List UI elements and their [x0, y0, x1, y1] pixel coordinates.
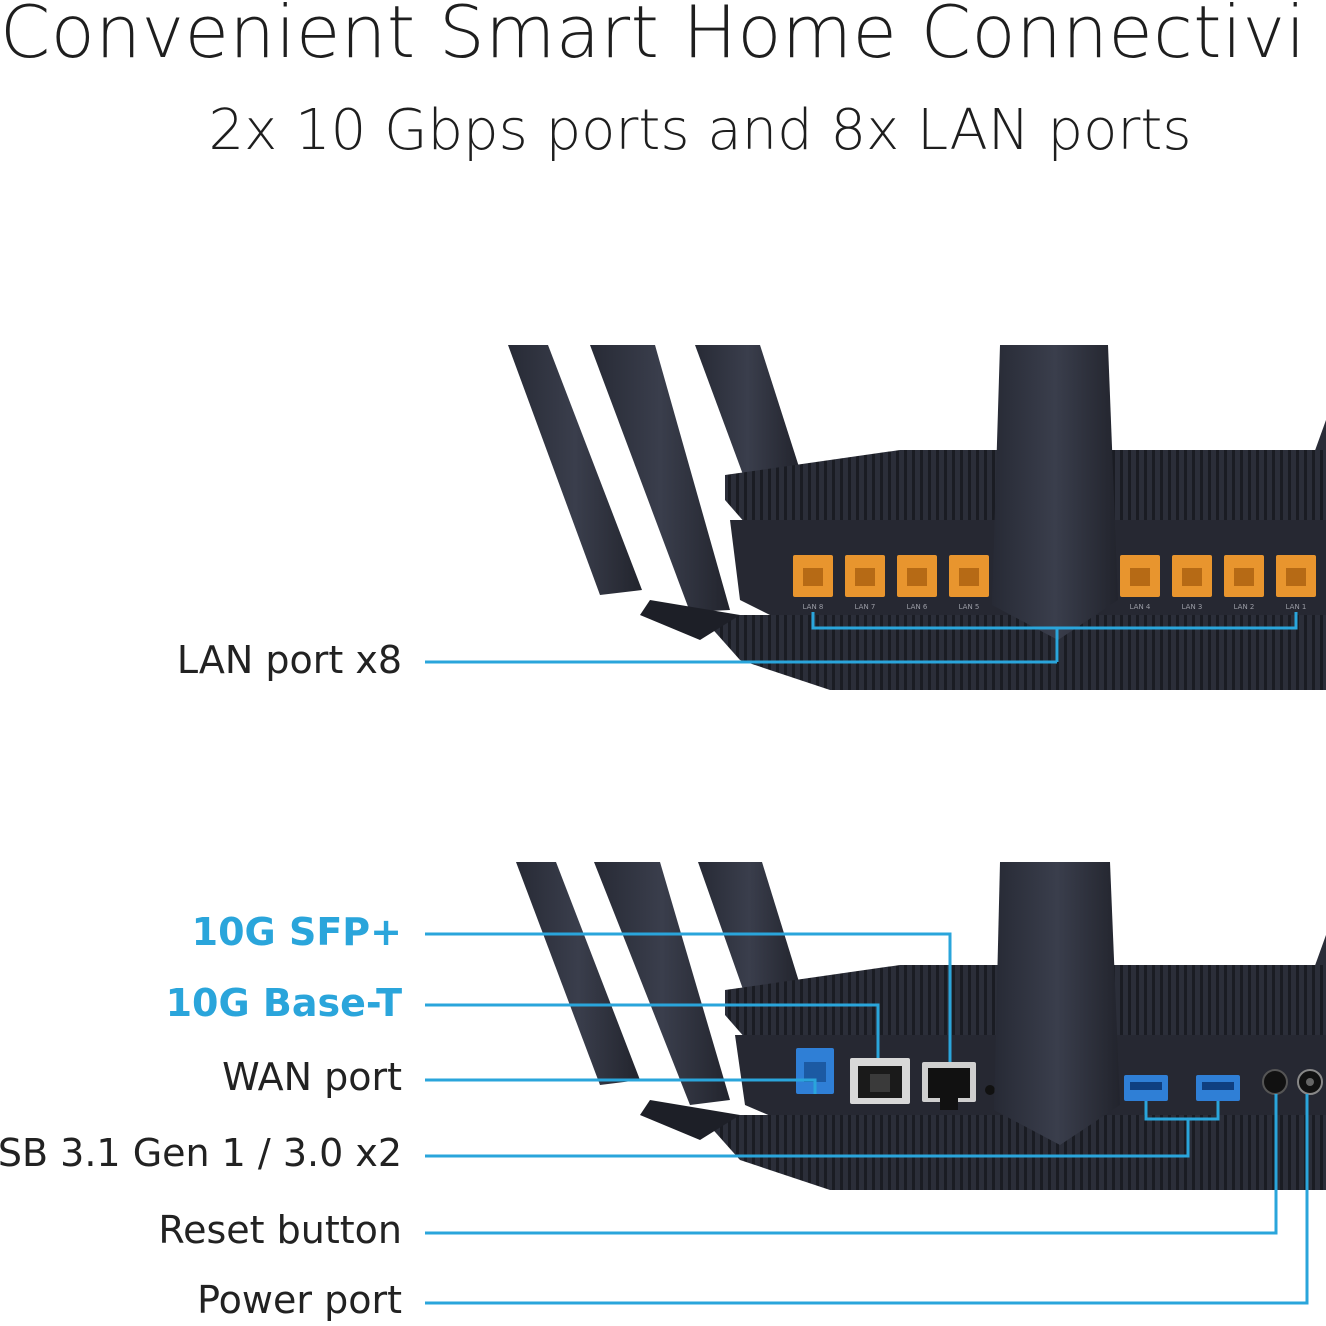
lan-port	[897, 555, 937, 597]
port-label: LAN 4	[1130, 603, 1151, 611]
page-subtitle: 2x 10 Gbps ports and 8x LAN ports	[208, 98, 1192, 163]
antenna	[698, 862, 800, 995]
antenna	[590, 345, 730, 612]
power-port-callout: Power port	[197, 1278, 402, 1322]
router-foot	[640, 1100, 740, 1140]
antenna	[516, 862, 640, 1085]
base-t-callout: 10G Base-T	[165, 981, 402, 1025]
usb-callout: USB 3.1 Gen 1 / 3.0 x2	[0, 1131, 402, 1175]
antenna	[695, 345, 800, 480]
wan-port	[796, 1048, 834, 1094]
lan-port	[1276, 555, 1316, 597]
antenna	[594, 862, 730, 1105]
lan-port	[1120, 555, 1160, 597]
router-bottom-vent	[700, 1115, 1326, 1190]
wan-port-callout: WAN port	[222, 1055, 402, 1099]
router-foot	[640, 600, 740, 640]
lan-ports	[793, 555, 1316, 597]
lan-port	[793, 555, 833, 597]
lan-callout-lines	[425, 612, 1298, 664]
port-label: LAN 1	[1286, 603, 1307, 611]
page-title: Convenient Smart Home Connectivi	[0, 0, 1307, 74]
10g-base-t-port	[850, 1058, 910, 1104]
top-router: LAN 8 LAN 7 LAN 6 LAN 5 LAN 4 LAN 3 LAN …	[425, 345, 1326, 690]
sfp-callout: 10G SFP+	[191, 910, 402, 954]
lan-port	[1172, 555, 1212, 597]
lan-port	[1224, 555, 1264, 597]
center-antenna	[992, 345, 1118, 640]
reset-pinhole	[985, 1085, 995, 1095]
lan-port-labels: LAN 8 LAN 7 LAN 6 LAN 5 LAN 4 LAN 3 LAN …	[803, 603, 1307, 611]
lan-port	[949, 555, 989, 597]
lan-port-callout: LAN port x8	[176, 638, 402, 682]
port-label: LAN 3	[1182, 603, 1203, 611]
port-label: LAN 5	[959, 603, 980, 611]
port-label: LAN 2	[1234, 603, 1255, 611]
router-bottom-vent	[700, 615, 1326, 690]
usb-port	[1124, 1075, 1168, 1101]
lan-port	[845, 555, 885, 597]
center-antenna	[994, 862, 1120, 1145]
usb-port	[1196, 1075, 1240, 1101]
port-label: LAN 8	[803, 603, 824, 611]
bottom-callout-lines	[425, 932, 1309, 1305]
port-label: LAN 7	[855, 603, 876, 611]
bottom-router	[425, 862, 1326, 1305]
10g-sfp-port	[922, 1062, 976, 1110]
antenna	[508, 345, 642, 595]
reset-button-callout: Reset button	[158, 1208, 402, 1252]
reset-button	[1262, 1069, 1288, 1095]
port-label: LAN 6	[907, 603, 928, 611]
